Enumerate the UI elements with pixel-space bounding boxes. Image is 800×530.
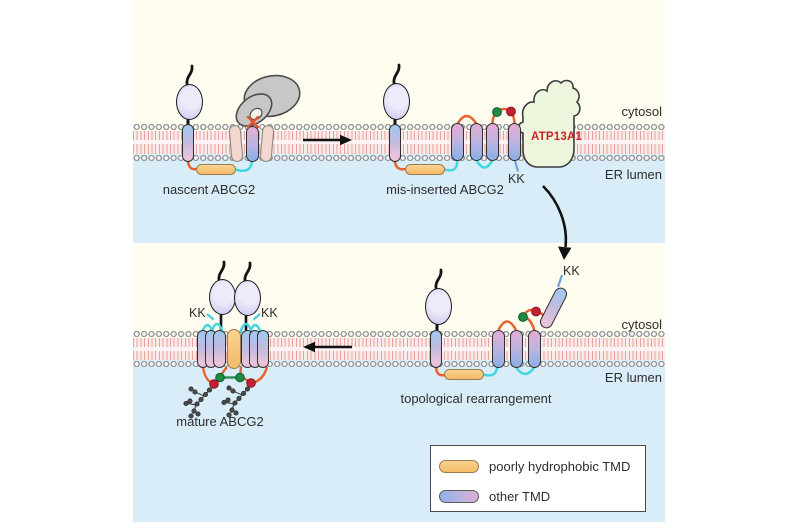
green-residue <box>492 107 502 117</box>
tmd-segment <box>430 330 442 368</box>
poorly-hydrophobic-tmd <box>444 368 484 380</box>
poorly-hydrophobic-tmd <box>196 163 236 175</box>
compartment-label-cytosol-top: cytosol <box>621 104 662 119</box>
lumenal-loop <box>514 366 536 376</box>
tmd-segment-inverted <box>246 126 259 162</box>
red-residue <box>531 306 541 317</box>
legend-label: poorly hydrophobic TMD <box>489 458 631 474</box>
arrow-right <box>303 134 352 146</box>
tmd-segment-inverted <box>492 330 505 368</box>
caption-mis-inserted-abcg2: mis-inserted ABCG2 <box>386 182 504 197</box>
compartment-label-er-lumen-top: ER lumen <box>604 167 662 182</box>
compartment-label-cytosol-bottom: cytosol <box>621 317 662 332</box>
lipid-heads-row <box>133 330 665 338</box>
kk-signal-label: KK <box>189 306 206 320</box>
green-residue <box>215 372 225 383</box>
enzyme-label-atp13a1: ATP13A1 <box>531 131 583 143</box>
lumenal-loop <box>475 159 494 169</box>
lumenal-loop <box>233 160 254 172</box>
green-residue <box>518 312 528 322</box>
tmd-segment-inverted <box>508 123 521 161</box>
tmd-segment <box>257 330 269 368</box>
tmd-segment <box>389 124 401 162</box>
red-residue <box>506 106 516 117</box>
tmd-segment-inverted <box>486 123 499 161</box>
tmd-segment-inverted <box>528 330 541 368</box>
translocon <box>228 124 275 163</box>
caption-topological-rearrangement: topological rearrangement <box>400 391 552 406</box>
legend-item-poorly-hydrophobic: poorly hydrophobic TMD <box>439 458 631 474</box>
poorly-hydrophobic-tmd <box>405 163 445 175</box>
nbd-domain <box>176 84 203 120</box>
caption-mature-abcg2: mature ABCG2 <box>176 414 264 429</box>
kk-signal-label: KK <box>261 306 278 320</box>
stalled-insertion-mark <box>246 115 260 129</box>
poorly-hydrophobic-tmd <box>227 329 241 369</box>
ribosome <box>235 74 301 127</box>
tmd-segment-inverted <box>470 123 483 161</box>
nascent-squiggle <box>243 261 252 283</box>
nbd-domain <box>382 83 410 120</box>
kk-tail <box>556 274 564 288</box>
caption-nascent-abcg2: nascent ABCG2 <box>162 182 256 197</box>
tmd-segment <box>182 124 194 162</box>
legend-swatch-gradient-pill <box>439 489 479 503</box>
tmd-segment <box>213 330 226 368</box>
nascent-squiggle <box>217 260 226 282</box>
tmd-segment-inverted <box>451 123 464 161</box>
nascent-squiggle <box>434 268 443 290</box>
kk-tail <box>513 160 520 172</box>
legend-label: other TMD <box>489 488 551 504</box>
compartment-label-er-lumen-bottom: ER lumen <box>604 370 662 385</box>
arrow-curved-down <box>542 185 572 260</box>
kk-signal-label: KK <box>508 172 525 186</box>
arrow-left <box>303 341 352 353</box>
red-residue <box>246 378 256 388</box>
green-residue <box>235 372 245 383</box>
cytosolic-loop <box>491 107 516 125</box>
lumenal-loop <box>442 159 459 172</box>
kk-tick <box>252 313 261 321</box>
nascent-squiggle <box>185 64 194 86</box>
tmd-segment-inverted <box>509 330 523 368</box>
nbd-domain <box>424 288 452 325</box>
legend-swatch-orange-pill <box>439 459 479 473</box>
lipid-heads-row <box>133 360 665 368</box>
nbd-domain <box>233 280 261 316</box>
kk-signal-label: KK <box>563 264 580 278</box>
kk-tick <box>206 313 215 321</box>
nascent-squiggle <box>392 63 401 85</box>
red-residue <box>209 379 219 389</box>
legend-box: poorly hydrophobic TMD other TMD <box>430 445 646 512</box>
cytosolic-loop <box>497 320 518 331</box>
legend-item-other-tmd: other TMD <box>439 488 551 504</box>
cytosolic-loop <box>456 114 478 125</box>
